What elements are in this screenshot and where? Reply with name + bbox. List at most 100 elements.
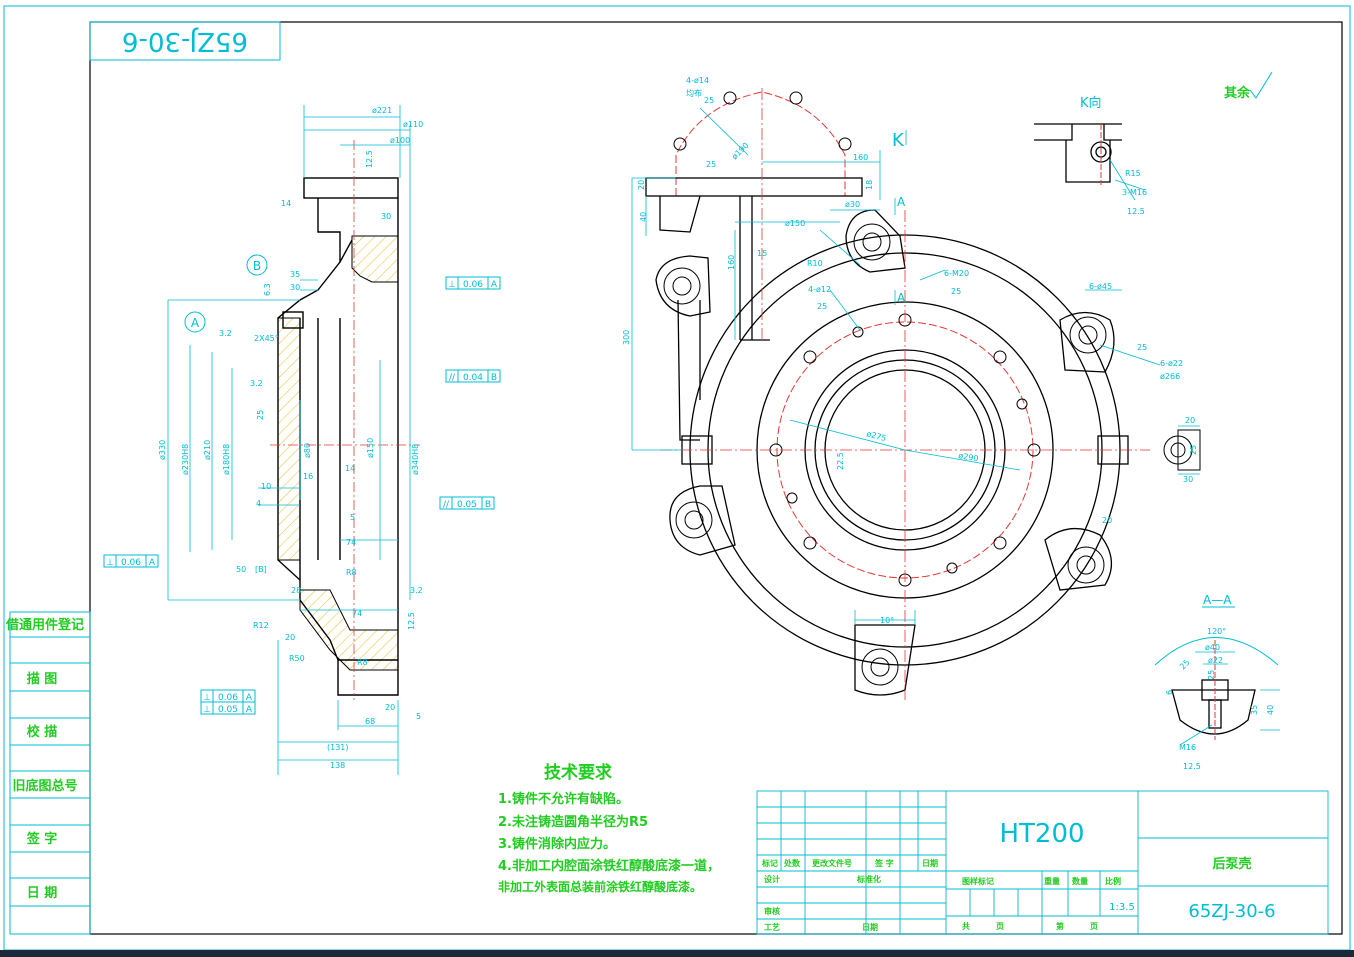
dim-6d22: 6-ø22 <box>1160 359 1183 368</box>
dim-d125b: 12.5 <box>407 612 416 630</box>
dim-300: 300 <box>622 330 631 345</box>
casting-section-lower <box>299 589 399 671</box>
dim-d74a: 74 <box>346 538 356 547</box>
tolerance-frame-2: // 0.04 B <box>445 369 501 383</box>
aa-25b: 25 <box>1207 670 1216 680</box>
k-m16: 3-M16 <box>1122 188 1147 197</box>
dim-15: 15 <box>757 249 767 258</box>
tech-title: 技术要求 <box>544 762 612 783</box>
svg-text:⊥: ⊥ <box>448 280 456 290</box>
side-panel <box>9 611 91 935</box>
outer-frame <box>3 5 1351 951</box>
dim-d190: ø190 <box>730 141 751 162</box>
svg-text:⊥: ⊥ <box>203 693 211 703</box>
tb-qty: 数量 <box>1072 876 1088 886</box>
dim-d131: (131) <box>327 743 349 752</box>
tb-count: 处数 <box>783 858 801 868</box>
status-strip <box>0 950 1354 957</box>
k-125: 12.5 <box>1127 207 1145 216</box>
front-view: K A A 4-ø14 均布 25 ø190 25 160 ø30 20 40 … <box>622 76 1183 700</box>
dim-d32c: 3.2 <box>410 586 423 595</box>
side-panel-row-3: 校 描 <box>27 724 58 740</box>
dim-d32: 3.2 <box>219 329 232 338</box>
side-detail-20: 20 <box>1185 416 1195 425</box>
dim-d5: 5 <box>350 513 355 522</box>
dim-40: 40 <box>639 212 648 222</box>
dim-d230: ø230H8 <box>181 444 190 475</box>
tb-stage-mark: 图样标记 <box>962 876 994 886</box>
tech-item-2: 2.未注铸造圆角半径为R5 <box>498 814 648 830</box>
tb-sign: 签 字 <box>874 858 894 868</box>
svg-text:⊥: ⊥ <box>106 558 114 568</box>
section-mark-a-bottom: A <box>897 291 906 305</box>
svg-text://: // <box>449 373 456 383</box>
k-view: K向 R15 3-M16 12.5 其余 20 25 30 <box>1034 71 1273 484</box>
tb-date2: 日期 <box>862 922 878 932</box>
tb-mark: 标记 <box>761 858 778 868</box>
datum-a-circle <box>184 311 206 333</box>
dim-d20b: 20 <box>385 703 395 712</box>
tech-item-5: 非加工外表面总装前涂铁红醇酸底漆。 <box>498 879 702 894</box>
tb-design: 设计 <box>764 874 780 884</box>
dim-r8b: R8 <box>357 658 368 667</box>
scale-value: 1:3.5 <box>1109 902 1135 913</box>
tb-weight: 重量 <box>1044 876 1060 886</box>
stamp-text: 65ZJ-30-6 <box>122 26 248 56</box>
dim-d68: 68 <box>365 717 375 726</box>
svg-text:0.06: 0.06 <box>121 558 141 568</box>
dim-d221: ø221 <box>372 106 392 115</box>
dim-d30: ø30 <box>845 200 860 209</box>
dim-d210: ø210 <box>203 440 212 460</box>
top-flange-outline <box>675 91 846 196</box>
dim-front-25d: 25 <box>951 287 961 296</box>
side-detail-30: 30 <box>1183 475 1193 484</box>
section-aa-title: A—A <box>1203 593 1232 607</box>
tb-sheet: 页 <box>996 922 1004 931</box>
dim-10deg: 10° <box>880 616 894 625</box>
dim-18: 18 <box>865 180 874 190</box>
svg-text:0.06: 0.06 <box>218 693 238 703</box>
casting-section-mid <box>277 317 301 561</box>
svg-text:0.05: 0.05 <box>218 705 238 715</box>
aa-25a: 25 <box>1178 658 1192 672</box>
k-arrow: K <box>892 130 905 151</box>
dim-160v: 160 <box>727 255 736 270</box>
dim-d150: ø150 <box>366 438 375 458</box>
dim-d32b: 3.2 <box>250 379 263 388</box>
dim-d150: ø150 <box>785 219 805 228</box>
section-aa-view: A—A 120° ø40 ø22 25 25 6 35 40 M16 12.5 <box>1154 593 1280 771</box>
dim-d290: ø290 <box>958 451 979 463</box>
dim-front-25a: 25 <box>704 96 714 105</box>
dim-front-25b: 25 <box>706 160 716 169</box>
dim-d125: 12.5 <box>365 150 374 168</box>
part-name: 后泵壳 <box>1212 856 1251 872</box>
dim-d5b: 5 <box>416 712 421 721</box>
tb-total: 共 <box>962 921 970 931</box>
tb-process: 工艺 <box>764 922 780 932</box>
dim-d30b: 30 <box>290 283 300 292</box>
casting-section-upper <box>351 235 399 283</box>
dim-d100: ø100 <box>390 136 410 145</box>
dim-r50: R50 <box>289 654 305 663</box>
dim-d20: 20 <box>285 633 295 642</box>
dim-d180: ø180H8 <box>222 444 231 475</box>
dim-4d14-note: 均布 <box>686 88 702 98</box>
material-label: HT200 <box>999 819 1084 849</box>
dim-d74b: 74 <box>352 609 362 618</box>
svg-text://: // <box>443 500 450 510</box>
aa-d22: ø22 <box>1208 656 1223 665</box>
technical-requirements: 技术要求 1.铸件不允许有缺陷。 2.未注铸造圆角半径为R5 3.铸件消除内应力… <box>498 762 720 894</box>
dim-d28: 28 <box>291 586 301 595</box>
side-panel-row-1: 借通用件登记 <box>5 617 84 633</box>
dim-160: 160 <box>853 153 868 162</box>
dim-d14b: 14 <box>345 464 355 473</box>
aa-d40: ø40 <box>1205 643 1220 652</box>
inner-frame <box>89 21 1343 935</box>
svg-text:0.04: 0.04 <box>463 373 483 383</box>
tb-page-no: 第 <box>1056 921 1064 931</box>
side-panel-row-2: 描 图 <box>27 671 58 687</box>
section-view: B A ø221 ø110 ø100 12.5 30 14 35 30 6.3 … <box>158 105 423 775</box>
dim-b-ref: [B] <box>255 565 267 574</box>
dim-d110: ø110 <box>403 120 423 129</box>
